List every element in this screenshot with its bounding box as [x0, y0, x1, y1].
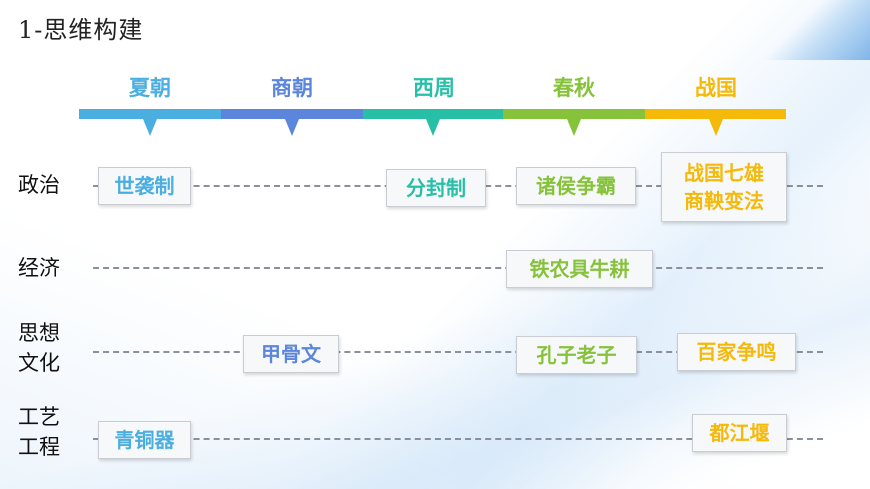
row-line-thought-culture: [93, 351, 823, 353]
timeline-marker-shang: [285, 119, 299, 136]
era-label-shang: 商朝: [271, 76, 313, 100]
box-dujiangyan: 都江堰: [692, 414, 787, 452]
box-baijiazhengming: 百家争鸣: [677, 333, 796, 371]
row-label-thought-culture: 思想文化: [18, 321, 60, 375]
timeline-marker-xizhou: [426, 119, 440, 136]
era-label-xizhou: 西周: [413, 76, 455, 100]
timeline-marker-chunqiu: [567, 119, 581, 136]
timeline-segment-xia: [79, 109, 221, 119]
page-title: 1-思维构建: [18, 16, 144, 44]
row-label-economy: 经济: [18, 256, 60, 280]
text-zhanguoqixiong: 战国七雄: [684, 161, 764, 185]
timeline-marker-xia: [143, 119, 157, 136]
row-label-craft-engineering: 工艺工程: [18, 405, 60, 459]
row-line-craft-engineering: [93, 438, 823, 440]
text-shangyangbianfa: 商鞅变法: [684, 189, 764, 213]
box-zhuhouzhengba: 诸侯争霸: [516, 167, 636, 205]
timeline-segment-zhanguo: [645, 109, 786, 119]
box-kongzilaozi: 孔子老子: [516, 336, 637, 374]
row-label-politics: 政治: [18, 173, 60, 197]
box-zhanguo-politics: 战国七雄 商鞅变法: [661, 152, 787, 222]
era-label-chunqiu: 春秋: [553, 76, 595, 100]
era-label-xia: 夏朝: [129, 76, 171, 100]
box-qingtongqi: 青铜器: [98, 421, 191, 459]
timeline-segment-chunqiu: [503, 109, 645, 119]
row-line-economy: [93, 267, 823, 269]
box-shixizhi: 世袭制: [98, 167, 191, 205]
timeline-segment-shang: [221, 109, 363, 119]
corner-decoration: [750, 0, 870, 60]
era-label-zhanguo: 战国: [695, 76, 737, 100]
box-jiaguwen: 甲骨文: [243, 335, 339, 373]
box-tienongjuniugeng: 铁农具牛耕: [506, 250, 653, 288]
timeline-marker-zhanguo: [709, 119, 723, 136]
box-fenfengzhi: 分封制: [386, 169, 486, 207]
timeline-segment-xizhou: [363, 109, 503, 119]
